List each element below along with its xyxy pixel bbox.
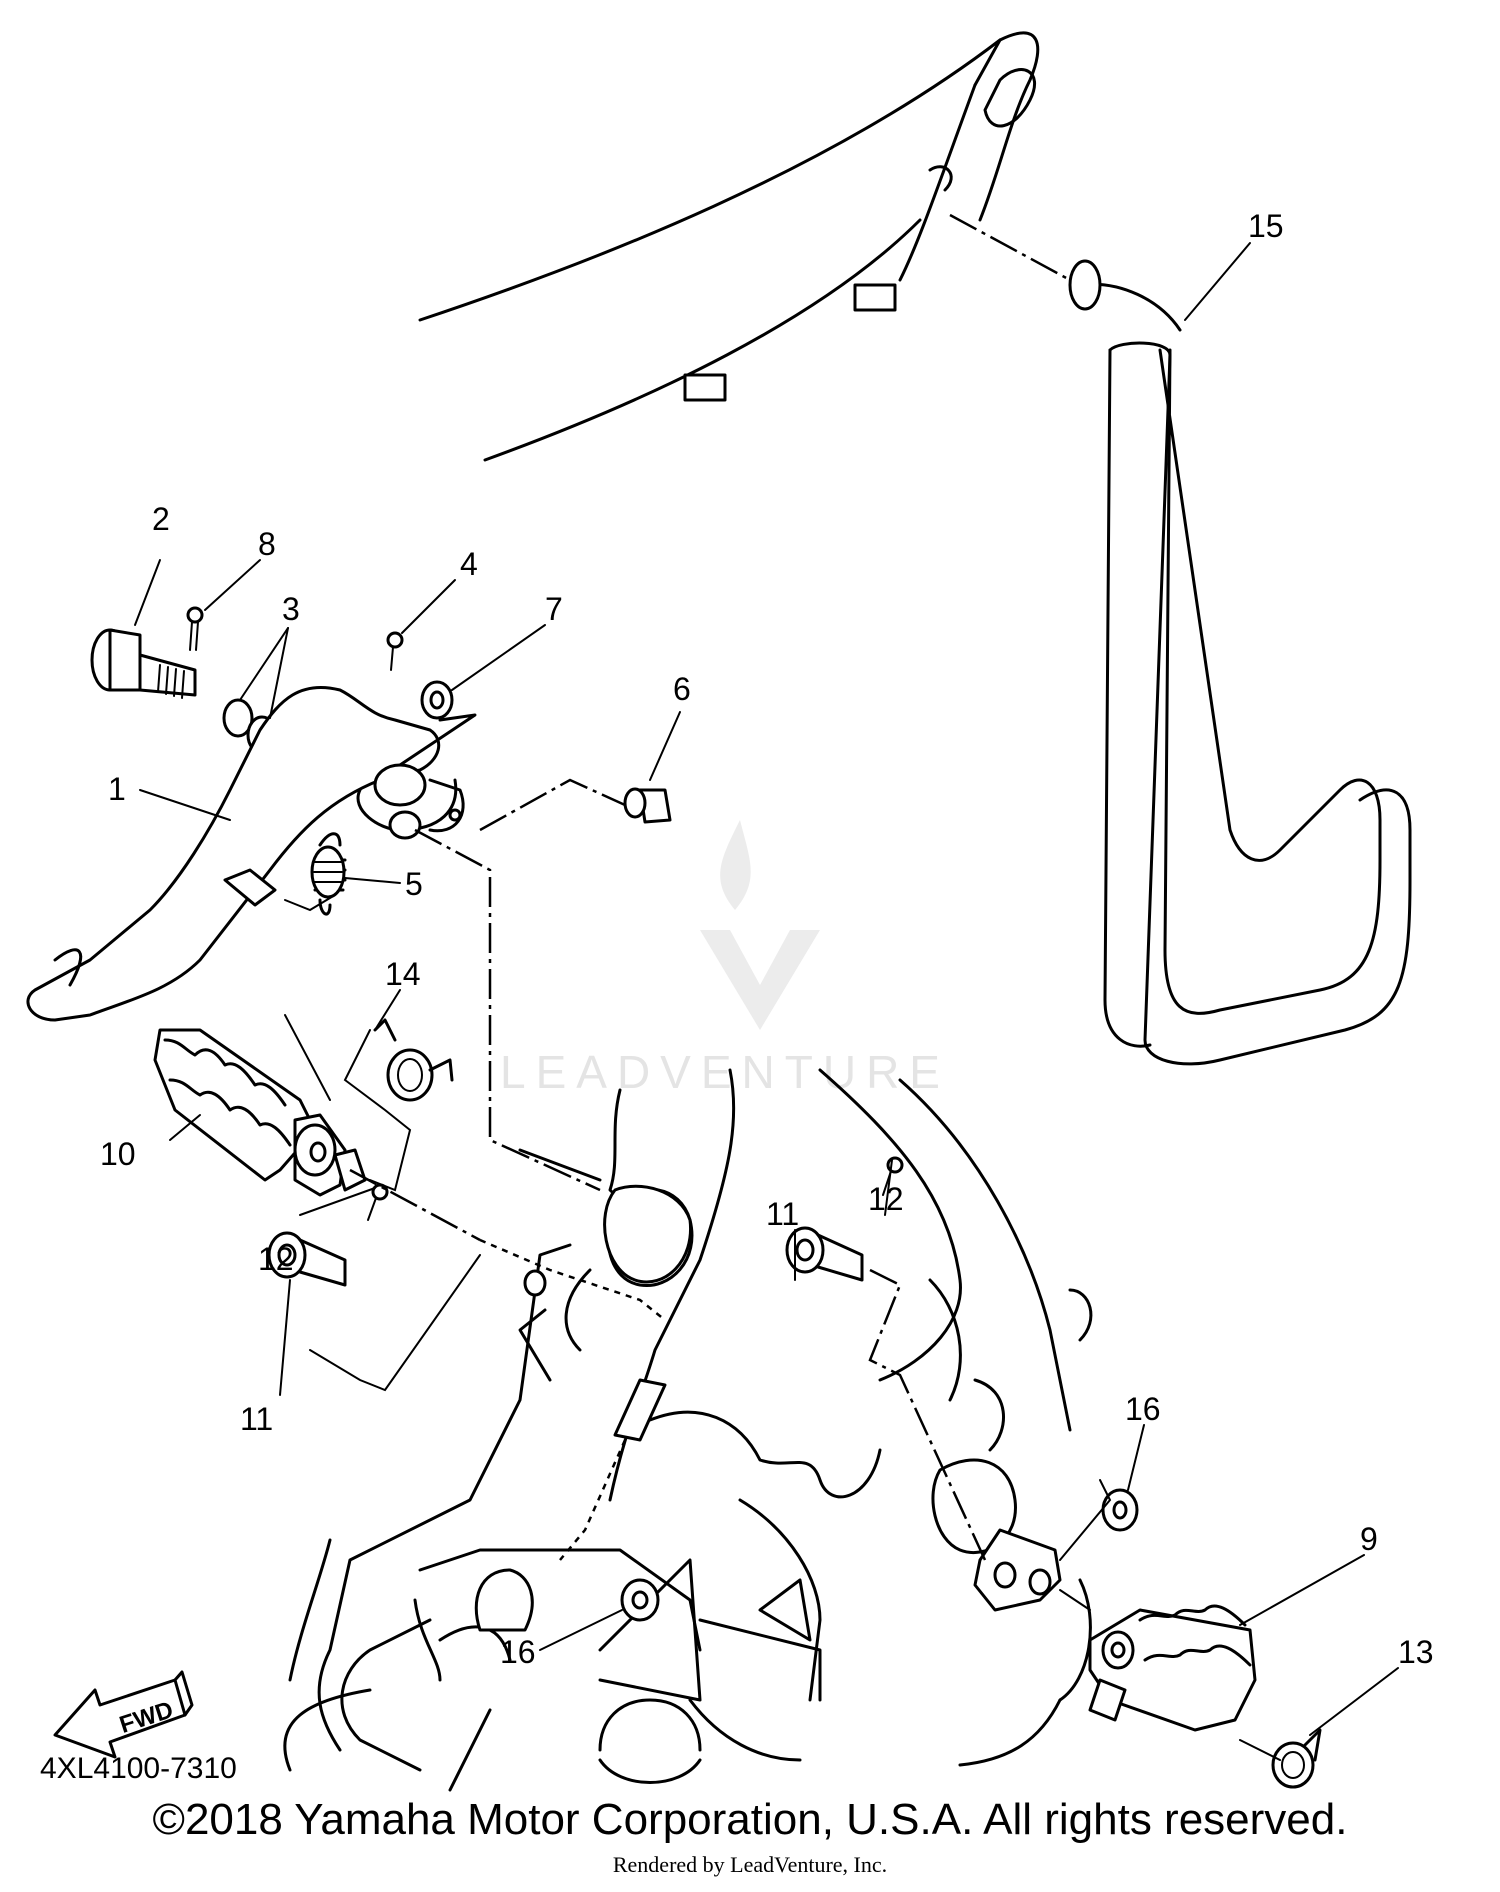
callout-4: 4: [460, 546, 478, 582]
callout-5: 5: [405, 866, 423, 902]
callout-11-right: 11: [766, 1196, 799, 1232]
brake-pedal-part-1: [26, 685, 465, 1022]
washer-part-7: [420, 680, 454, 720]
callout-16-right: 16: [1125, 1391, 1161, 1427]
rear-fender: [418, 31, 1040, 462]
pivot-bolt-part-2: [90, 628, 197, 699]
bolt-part-11-left: [267, 1231, 347, 1287]
assembly-lines: [284, 213, 1281, 1761]
copyright-notice: ©2018 Yamaha Motor Corporation, U.S.A. A…: [152, 1795, 1348, 1844]
callout-11-left: 11: [240, 1401, 273, 1437]
footrest-part-9: [1088, 1604, 1257, 1732]
washer-part-16-right: [1101, 1488, 1139, 1532]
callout-15: 15: [1248, 208, 1284, 244]
callout-14: 14: [385, 956, 421, 992]
callout-12-left: 12: [258, 1241, 294, 1277]
rendered-by-notice: Rendered by LeadVenture, Inc.: [612, 1852, 888, 1877]
callout-8: 8: [258, 526, 276, 562]
callout-16-left: 16: [500, 1634, 536, 1670]
callout-3: 3: [282, 591, 300, 627]
cotter-pin-part-8: [186, 606, 204, 651]
leadventure-watermark: LEADVENTURE: [500, 820, 950, 1098]
callout-2: 2: [152, 501, 170, 537]
callout-7: 7: [545, 591, 563, 627]
footrest-part-10: [153, 1028, 367, 1197]
bolt-part-11-right: [785, 1226, 864, 1282]
callout-labels: 2 8 3 4 7 6 1 5 14 10 12 11 11 12 15 16 …: [100, 208, 1434, 1670]
diagram-code: 4XL4100-7310: [40, 1752, 237, 1785]
footrest-bracket-right: [973, 1528, 1062, 1612]
callout-9: 9: [1360, 1521, 1378, 1557]
side-stand-part-15: [1068, 259, 1412, 1066]
washer-part-16-left: [620, 1578, 660, 1622]
spring-part-13: [1271, 1728, 1322, 1789]
frame-bottom: [283, 1538, 822, 1792]
spring-part-14: [373, 1018, 454, 1102]
callout-10: 10: [100, 1136, 136, 1172]
fwd-arrow-icon: FWD: [53, 1670, 194, 1759]
callout-1: 1: [108, 771, 126, 807]
callout-13: 13: [1398, 1634, 1434, 1670]
spring-part-5: [310, 832, 347, 916]
leader-lines: [134, 242, 1399, 1736]
callout-12-right: 12: [868, 1181, 904, 1217]
cotter-pin-part-4: [386, 631, 404, 671]
frame-slot-bracket: [518, 1148, 693, 1284]
pin-part-6: [623, 787, 672, 824]
callout-6: 6: [673, 671, 691, 707]
watermark-text: LEADVENTURE: [500, 1046, 950, 1098]
